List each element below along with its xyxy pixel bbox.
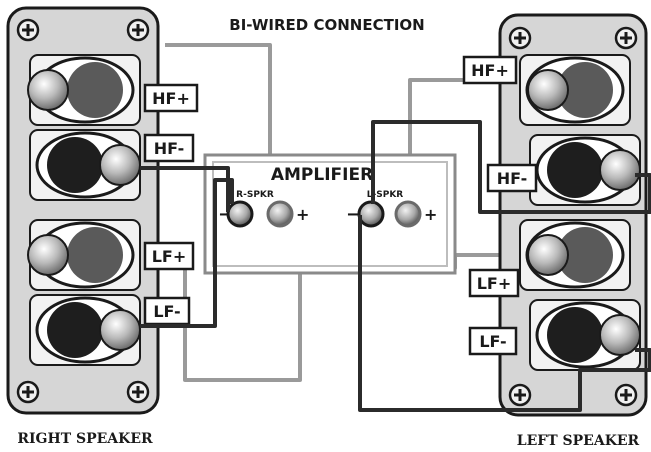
left-terminal-lf-minus [529,299,641,371]
dark-wires [140,120,651,412]
right-speaker-caption: RIGHT SPEAKER [17,431,153,447]
svg-text:LF-: LF- [153,302,180,321]
screw-icon [126,380,150,404]
l-minus-symbol: − [346,204,361,225]
svg-text:LF+: LF+ [477,274,512,293]
svg-text:HF+: HF+ [471,61,509,80]
right-label-lf-plus: LF+ [143,241,195,271]
wire-left-lf-minus [358,215,651,412]
r-spkr-minus-terminal [226,200,254,228]
left-terminal-hf-plus [519,54,631,126]
l-spkr-minus-terminal [357,200,385,228]
screw-icon [126,18,150,42]
right-label-lf-minus: LF- [143,296,191,326]
screw-icon [508,26,532,50]
screw-icon [614,383,638,407]
left-speaker-caption: LEFT SPEAKER [517,433,640,449]
right-terminal-lf-minus [29,294,141,366]
l-plus-symbol: + [424,205,437,224]
svg-text:LF-: LF- [479,332,506,351]
r-plus-symbol: + [296,205,309,224]
screw-icon [16,380,40,404]
wire-right-hf-minus [140,166,230,212]
svg-text:HF-: HF- [497,169,527,188]
right-label-hf-minus: HF- [143,133,195,163]
amplifier-label: AMPLIFIER [271,165,373,185]
svg-text:HF+: HF+ [152,89,190,108]
svg-text:LF+: LF+ [152,247,187,266]
left-label-lf-plus: LF+ [468,268,520,298]
right-terminal-hf-plus [27,54,141,126]
left-speaker: HF+ HF- LF+ LF- LEFT SPEAKER [462,13,648,449]
screw-icon [508,383,532,407]
left-label-hf-plus: HF+ [462,55,518,85]
left-label-lf-minus: LF- [468,326,518,356]
wire-right-lf-minus [140,178,234,328]
r-spkr-plus-terminal [266,200,294,228]
diagram-title: BI-WIRED CONNECTION [229,16,424,34]
left-label-hf-minus: HF- [486,163,538,193]
l-spkr-plus-terminal [394,200,422,228]
left-terminal-lf-plus [519,219,631,291]
right-label-hf-plus: HF+ [143,83,199,113]
svg-text:HF-: HF- [154,139,184,158]
left-terminal-hf-minus [529,134,641,206]
right-speaker: HF+ HF- LF+ LF- RIGHT SPEAKER [6,6,199,447]
right-terminal-hf-minus [29,129,141,201]
r-spkr-label: R-SPKR [236,190,274,200]
amplifier: AMPLIFIER R-SPKR L-SPKR − + − + [203,153,457,275]
l-spkr-label: L-SPKR [367,190,404,200]
screw-icon [16,18,40,42]
right-terminal-lf-plus [27,219,141,291]
wire-left-hf-minus [371,120,651,214]
screw-icon [614,26,638,50]
